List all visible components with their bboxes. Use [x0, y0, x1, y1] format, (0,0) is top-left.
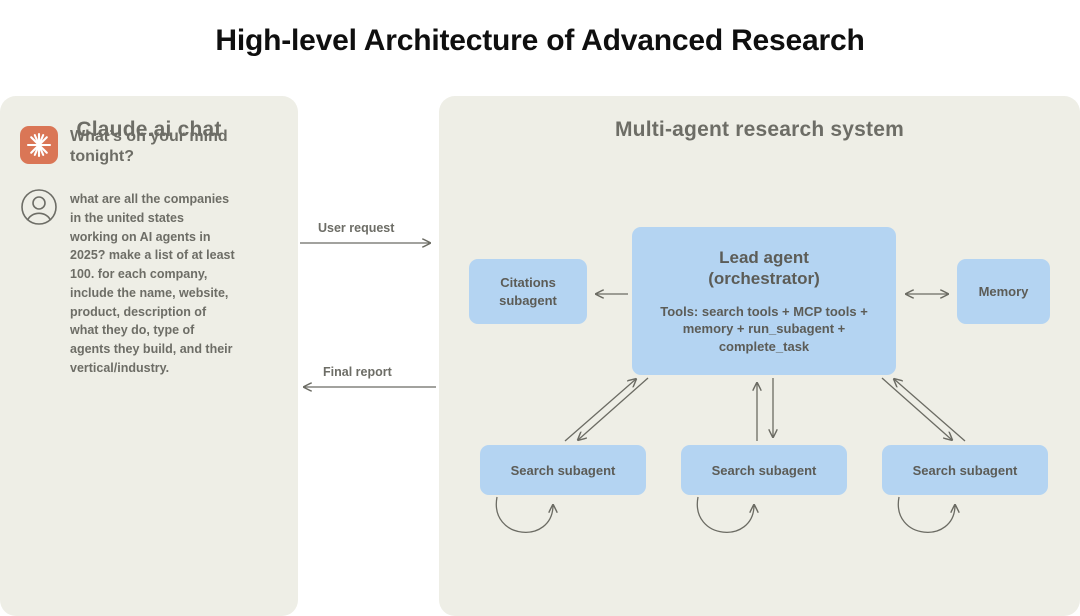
multi-agent-system-panel-heading: Multi-agent research system — [614, 118, 904, 141]
assistant-message-row: What’s on your mind tonight? — [20, 126, 240, 168]
node-lead-agent-title: Lead agent (orchestrator) — [708, 247, 819, 289]
user-message-text: what are all the companies in the united… — [70, 192, 235, 375]
claude-starburst-icon — [20, 126, 58, 164]
user-avatar-icon — [21, 189, 57, 225]
node-citations-subagent[interactable]: Citations subagent — [469, 259, 587, 324]
edge-label-final-report: Final report — [323, 365, 392, 379]
node-lead-agent-title-line-1: Lead agent — [719, 247, 809, 267]
page-title: High-level Architecture of Advanced Rese… — [215, 24, 865, 57]
node-lead-agent-title-line-2: (orchestrator) — [708, 268, 820, 288]
node-search-subagent-2[interactable]: Search subagent — [681, 445, 847, 495]
node-citations-subagent-label-line-2: subagent — [499, 292, 557, 308]
assistant-message-text: What’s on your mind tonight? — [70, 128, 228, 166]
node-memory[interactable]: Memory — [957, 259, 1050, 324]
node-citations-subagent-label-line-1: Citations — [500, 275, 556, 291]
claude-chat-panel-heading: Claude.ai chat — [76, 118, 222, 141]
node-lead-agent-tools: Tools: search tools + MCP tools + memory… — [660, 303, 868, 354]
user-message-row: what are all the companies in the united… — [20, 188, 235, 378]
node-lead-agent[interactable]: Lead agent (orchestrator) Tools: search … — [632, 227, 896, 375]
node-search-subagent-1[interactable]: Search subagent — [480, 445, 646, 495]
claude-chat-panel: Claude.ai chat — [0, 96, 298, 616]
edge-label-user-request: User request — [318, 221, 395, 235]
node-search-subagent-3[interactable]: Search subagent — [882, 445, 1048, 495]
